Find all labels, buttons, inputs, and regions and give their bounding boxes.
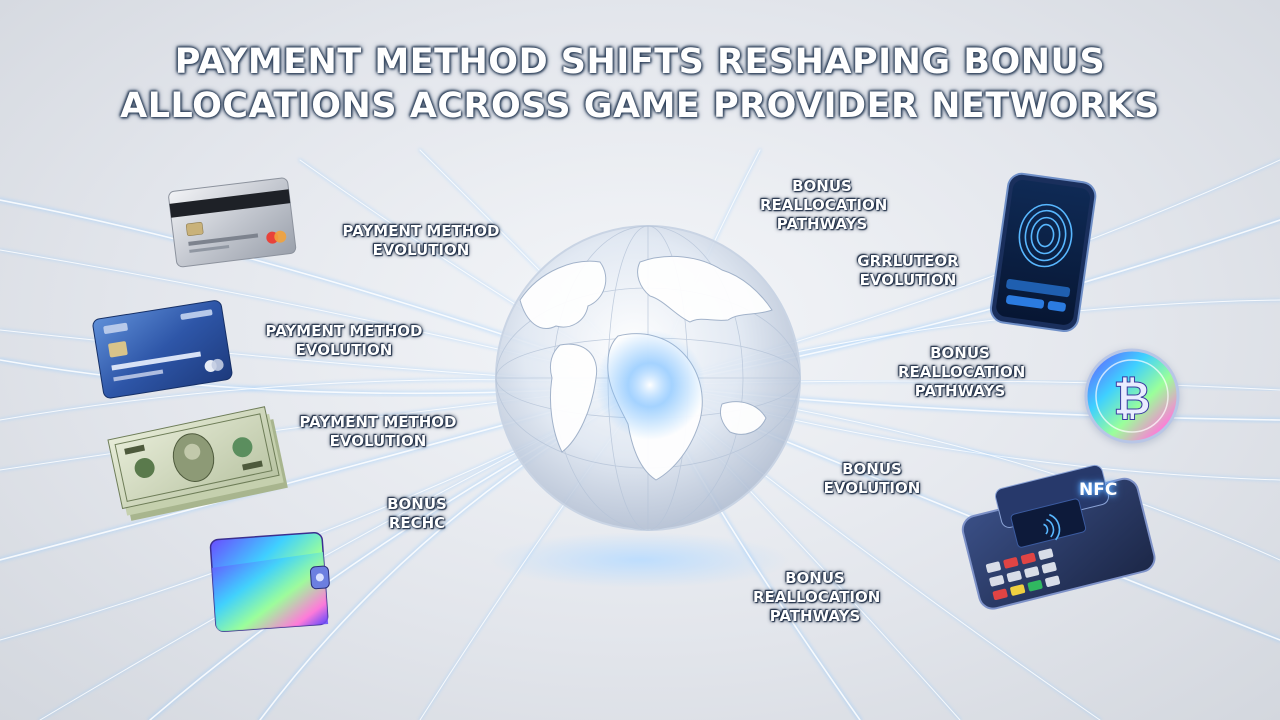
- right-label-2: GRRLUTEOR EVOLUTION: [848, 252, 968, 290]
- right-label-5-line2: REALLOCATION: [753, 588, 881, 606]
- globe-icon: [495, 225, 801, 531]
- right-label-3: BONUS REALLOCATION PATHWAYS: [898, 344, 1026, 401]
- right-label-5-line1: BONUS: [785, 569, 845, 587]
- right-label-2-line1: GRRLUTEOR: [857, 252, 959, 270]
- left-label-3-line2: EVOLUTION: [329, 432, 427, 450]
- right-label-1-line2: REALLOCATION: [760, 196, 888, 214]
- floor-glow: [490, 532, 790, 588]
- smartphone-fingerprint-icon: [989, 172, 1097, 332]
- right-label-4-line2: EVOLUTION: [823, 479, 921, 497]
- left-label-3-line1: PAYMENT METHOD: [299, 413, 457, 431]
- right-label-4: BONUS EVOLUTION: [822, 460, 922, 498]
- left-label-1-line1: PAYMENT METHOD: [342, 222, 500, 240]
- left-label-1: PAYMENT METHOD EVOLUTION: [330, 222, 512, 260]
- cash-bill-icon: [107, 406, 288, 521]
- right-label-3-line3: PATHWAYS: [914, 382, 1006, 400]
- credit-card-icon: [168, 177, 297, 268]
- page-title: PAYMENT METHOD SHIFTS RESHAPING BONUS AL…: [0, 40, 1280, 128]
- right-label-1-line3: PATHWAYS: [776, 215, 868, 233]
- svg-text:₿: ₿: [1113, 371, 1151, 425]
- right-label-3-line2: REALLOCATION: [898, 363, 1026, 381]
- left-label-4-line1: BONUS: [387, 495, 447, 513]
- title-line-1: PAYMENT METHOD SHIFTS RESHAPING BONUS: [174, 42, 1106, 82]
- right-label-2-line2: EVOLUTION: [859, 271, 957, 289]
- left-label-2-line2: EVOLUTION: [295, 341, 393, 359]
- right-label-5-line3: PATHWAYS: [769, 607, 861, 625]
- nfc-label: NFC: [1079, 480, 1118, 500]
- right-label-1: BONUS REALLOCATION PATHWAYS: [760, 177, 888, 234]
- right-label-1-line1: BONUS: [792, 177, 852, 195]
- right-label-3-line1: BONUS: [930, 344, 990, 362]
- left-label-1-line2: EVOLUTION: [372, 241, 470, 259]
- left-label-4-line2: RECHC: [388, 514, 446, 532]
- wallet-icon: [209, 531, 330, 632]
- right-label-5: BONUS REALLOCATION PATHWAYS: [753, 569, 881, 626]
- right-label-4-line1: BONUS: [842, 460, 902, 478]
- left-label-4: BONUS RECHC: [367, 495, 467, 533]
- left-label-3: PAYMENT METHOD EVOLUTION: [287, 413, 469, 451]
- credit-card-icon: [92, 300, 233, 399]
- pos-terminal-icon: [961, 464, 1156, 610]
- title-line-2: ALLOCATIONS ACROSS GAME PROVIDER NETWORK…: [120, 86, 1160, 126]
- left-label-2: PAYMENT METHOD EVOLUTION: [253, 322, 435, 360]
- left-label-2-line1: PAYMENT METHOD: [265, 322, 423, 340]
- bitcoin-coin-icon: ₿: [1084, 348, 1180, 446]
